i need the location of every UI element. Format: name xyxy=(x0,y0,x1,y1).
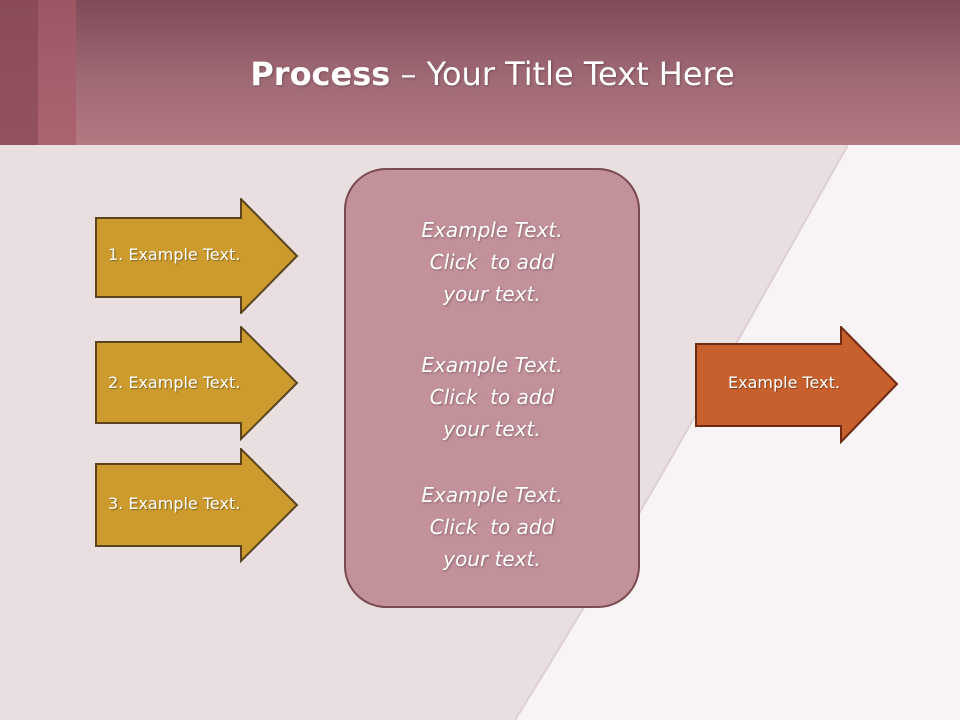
step-arrow-label: 1. Example Text. xyxy=(108,245,241,264)
step-arrow-label: 2. Example Text. xyxy=(108,373,241,392)
box-paragraph-line: your text. xyxy=(443,417,541,441)
step-arrow-1[interactable]: 1. Example Text. xyxy=(95,198,300,314)
result-arrow-label: Example Text. xyxy=(728,373,840,392)
box-paragraph-line: your text. xyxy=(443,547,541,571)
title-rest-part: – Your Title Text Here xyxy=(390,55,735,93)
title-accent-strip xyxy=(0,0,38,145)
box-paragraph-line: Click to add xyxy=(429,250,555,274)
title-band: Process – Your Title Text Here xyxy=(0,0,960,145)
step-arrow-2[interactable]: 2. Example Text. xyxy=(95,326,300,442)
title-bold-part: Process xyxy=(250,55,391,93)
box-paragraph-line: your text. xyxy=(443,282,541,306)
page-title: Process – Your Title Text Here xyxy=(0,52,960,96)
box-paragraph-1: Example Text. Click to add your text. xyxy=(346,214,638,310)
box-paragraph-3: Example Text. Click to add your text. xyxy=(346,479,638,575)
arrow-shape xyxy=(95,326,299,442)
title-accent-strip xyxy=(38,0,76,145)
result-arrow[interactable]: Example Text. xyxy=(695,326,900,444)
box-paragraph-line: Example Text. xyxy=(421,353,563,377)
arrow-shape xyxy=(695,326,899,444)
step-arrow-label: 3. Example Text. xyxy=(108,494,241,513)
box-paragraph-line: Click to add xyxy=(429,515,555,539)
center-text-box[interactable]: Example Text. Click to add your text. Ex… xyxy=(344,168,640,608)
box-paragraph-line: Click to add xyxy=(429,385,555,409)
arrow-shape xyxy=(95,198,299,314)
step-arrow-3[interactable]: 3. Example Text. xyxy=(95,448,300,564)
box-paragraph-2: Example Text. Click to add your text. xyxy=(346,349,638,445)
box-paragraph-line: Example Text. xyxy=(421,218,563,242)
arrow-shape xyxy=(95,448,299,564)
box-paragraph-line: Example Text. xyxy=(421,483,563,507)
